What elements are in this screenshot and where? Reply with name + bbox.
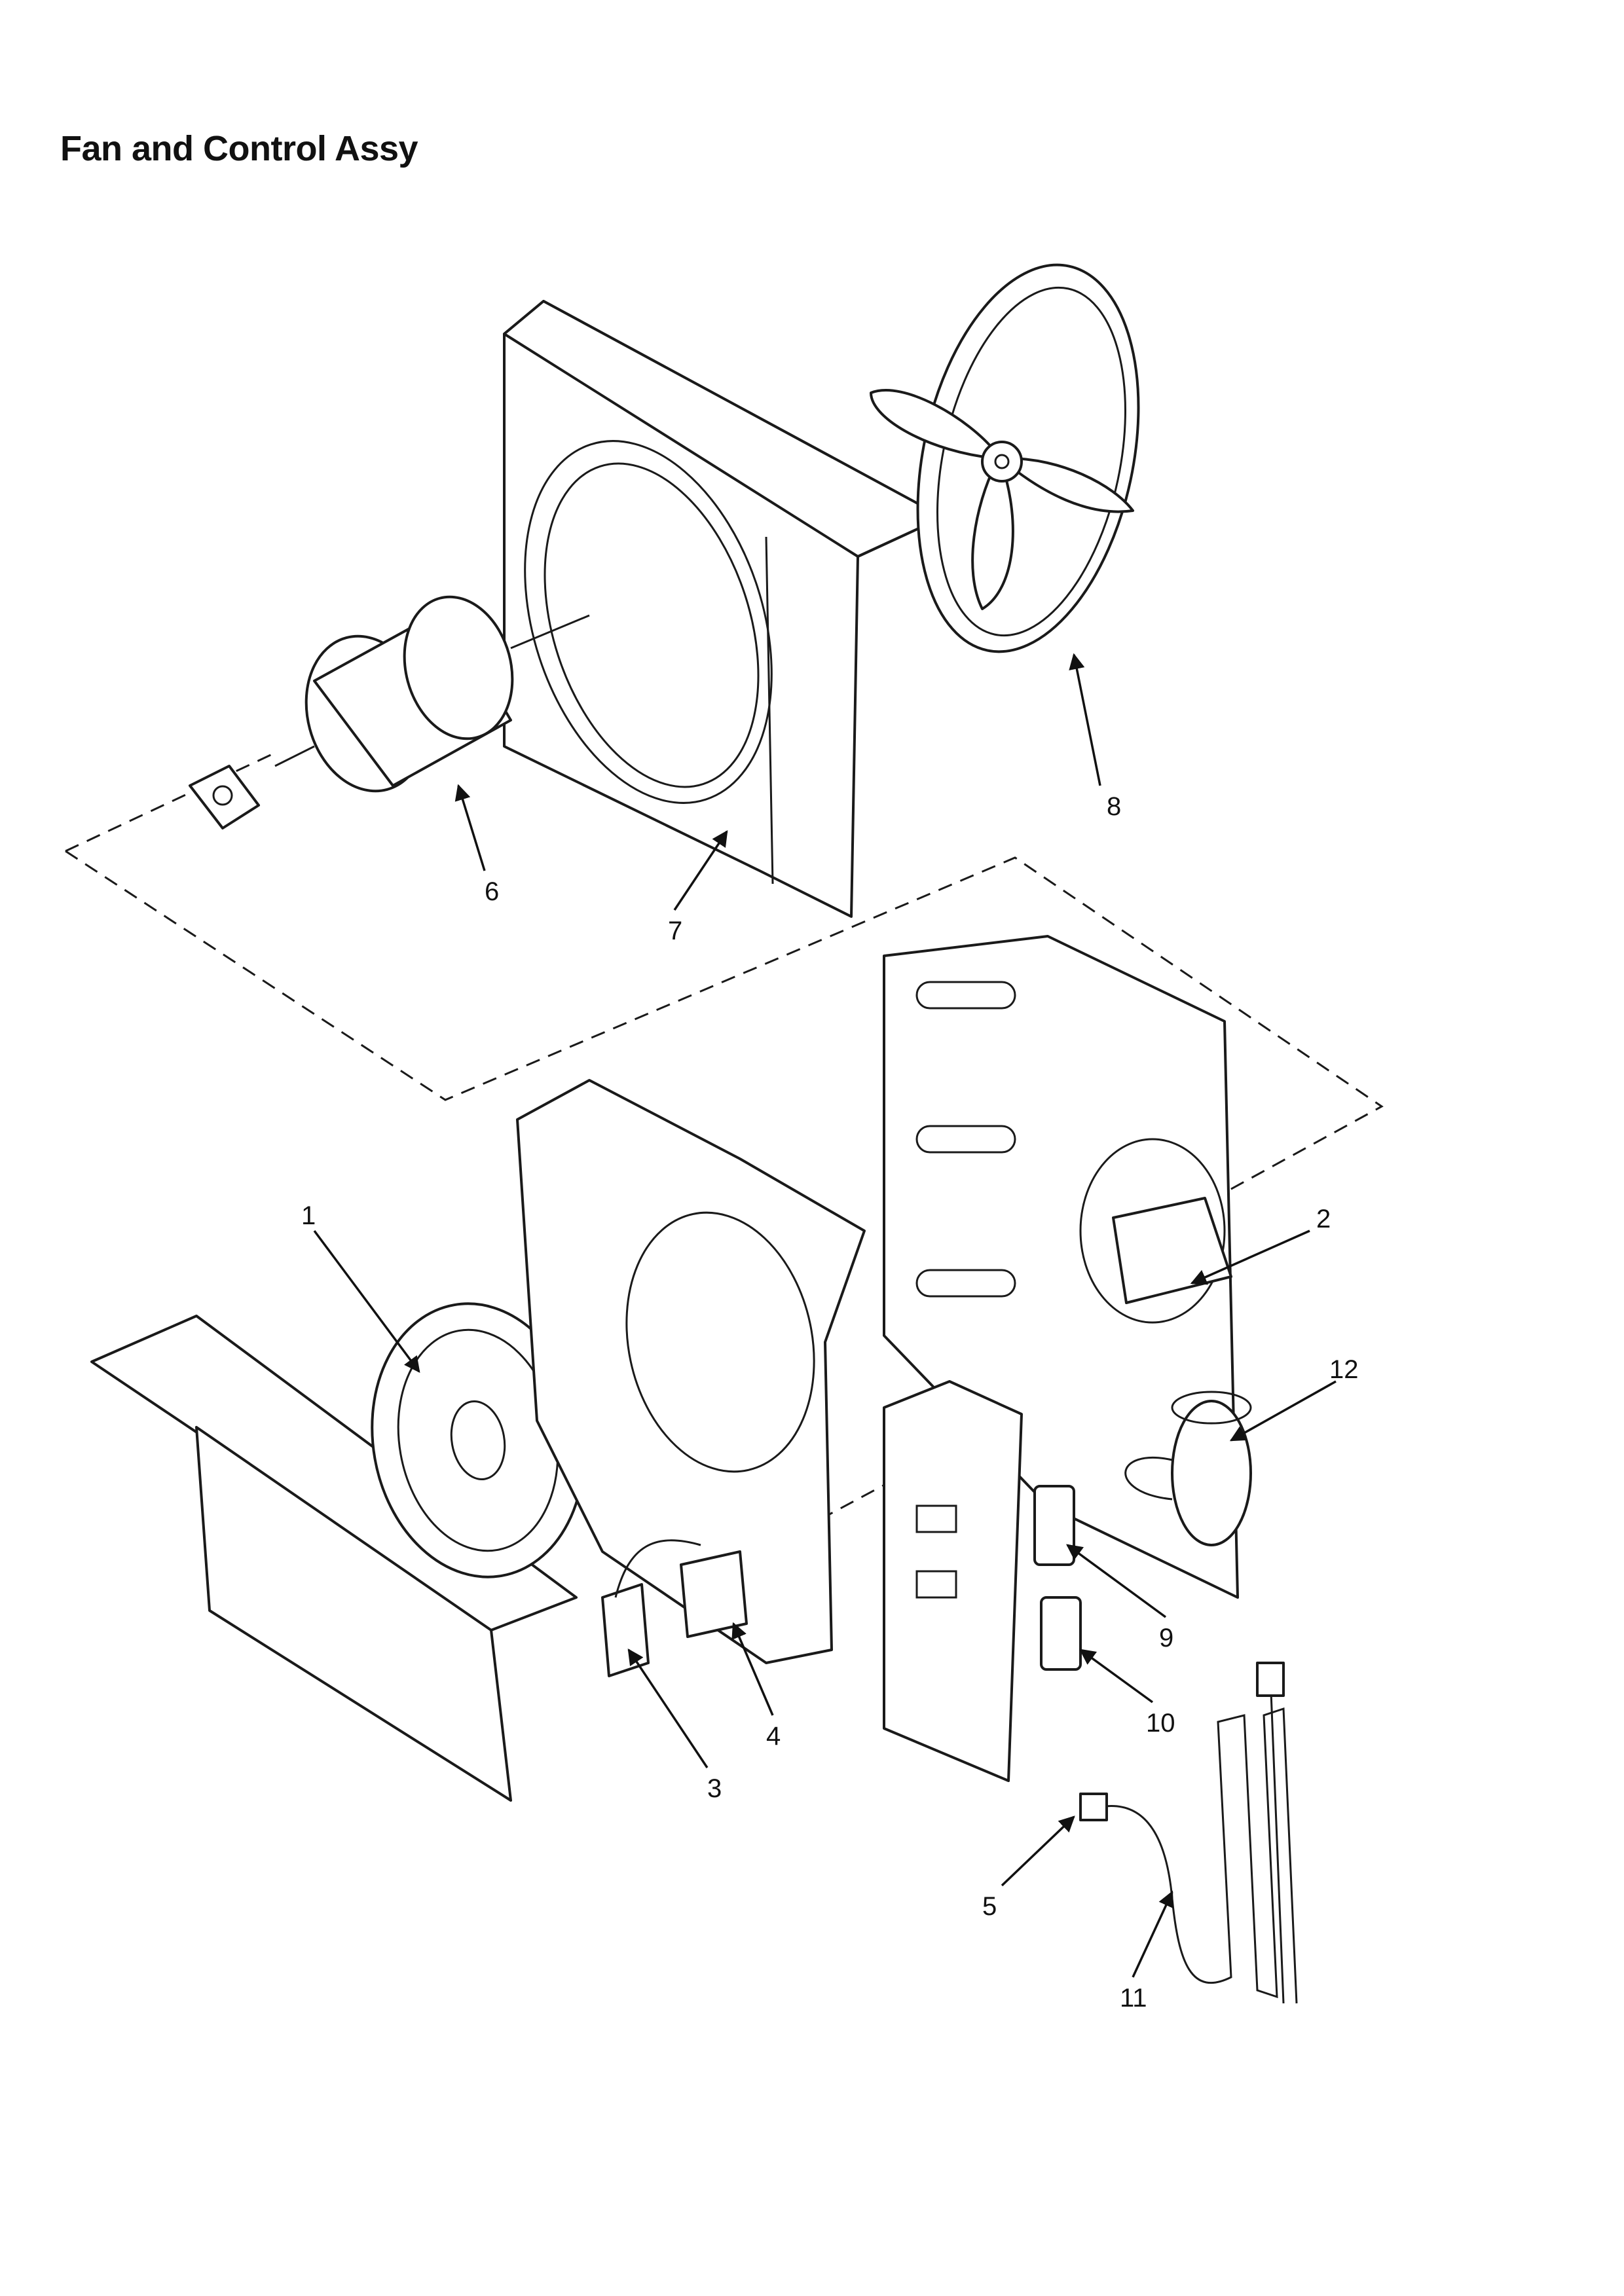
leader-5 (1001, 1815, 1075, 1887)
leader-7 (673, 829, 728, 911)
callout-8: 8 (1107, 792, 1121, 821)
control-panel (883, 1380, 1023, 1782)
callout-labels: 1 2 3 4 5 6 7 8 9 10 11 12 (301, 792, 1359, 2013)
leader-12 (1229, 1380, 1337, 1442)
callout-10: 10 (1146, 1709, 1175, 1738)
callout-6: 6 (485, 877, 499, 906)
diagram-title: Fan and Control Assy (60, 129, 418, 168)
leader-3 (627, 1648, 709, 1768)
leader-8 (1069, 653, 1101, 786)
callout-1: 1 (301, 1201, 316, 1230)
callout-9: 9 (1159, 1624, 1173, 1652)
propeller-fan (870, 263, 1140, 653)
blower-housing (516, 1079, 866, 1664)
callout-2: 2 (1316, 1205, 1331, 1233)
callout-4: 4 (766, 1722, 781, 1751)
leader-9 (1066, 1544, 1167, 1618)
leader-4 (731, 1622, 774, 1716)
partition-panel (883, 935, 1239, 1599)
leader-1 (313, 1230, 420, 1373)
heater-element (1079, 1662, 1298, 2004)
callout-11: 11 (1120, 1984, 1147, 2013)
callout-3: 3 (707, 1774, 722, 1803)
fan-shroud (503, 300, 944, 918)
fan-motor (189, 595, 590, 829)
blower-assembly (90, 1302, 585, 1802)
callout-5: 5 (982, 1892, 997, 1921)
switches (1033, 1485, 1082, 1671)
callout-12: 12 (1329, 1355, 1359, 1384)
callout-7: 7 (668, 917, 682, 945)
leader-10 (1079, 1649, 1154, 1704)
leader-11 (1132, 1890, 1173, 1978)
callout-leaders (313, 653, 1337, 1978)
leader-2 (1190, 1230, 1310, 1285)
leader-6 (454, 784, 486, 871)
